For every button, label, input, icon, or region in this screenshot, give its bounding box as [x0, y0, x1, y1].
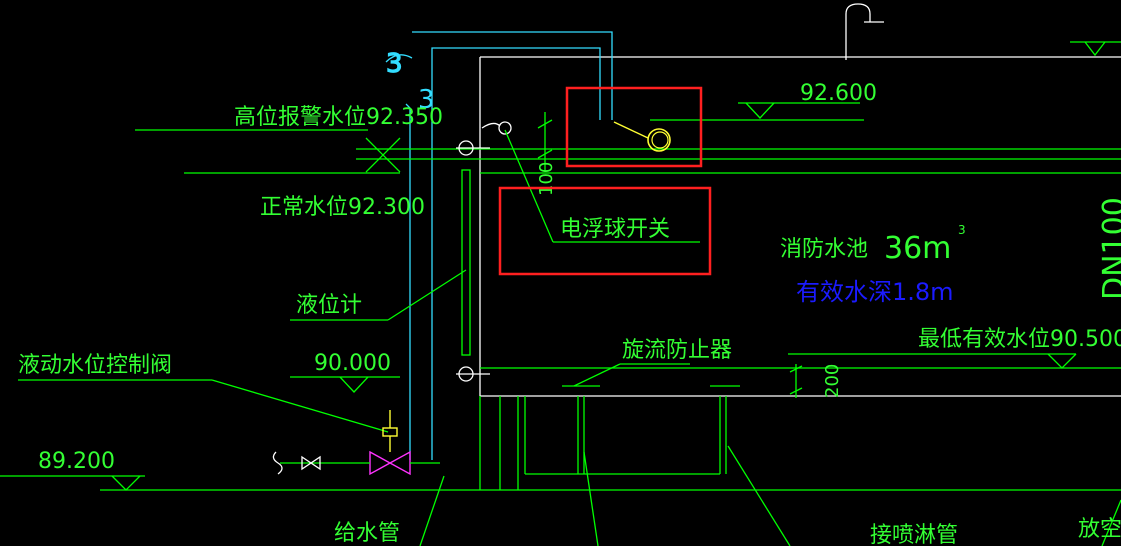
- highlight-box-float-ball: [565, 86, 703, 168]
- supply-pipe-label: 给水管: [334, 521, 400, 546]
- vent-cap-symbol-2: 3: [418, 85, 435, 115]
- vent-cap-symbol: 3: [386, 49, 403, 79]
- tank-info: 消防水池 36m 3 有效水深1.8m DN100: [780, 197, 1121, 306]
- elevation-bottom-marker: 90.000: [290, 351, 400, 393]
- float-ball-switch: [613, 121, 671, 152]
- float-ball-icon: [647, 128, 671, 152]
- tank-name-label: 消防水池: [780, 237, 868, 262]
- bottom-pipe-labels: 给水管 接喷淋管 放空管: [334, 445, 1121, 546]
- valve-actuator-icon: [382, 427, 398, 437]
- elevation-ground-marker: 89.200: [0, 449, 145, 491]
- level-gauge: 液位计: [290, 140, 490, 382]
- elevation-top-label: 92.600: [800, 81, 877, 106]
- level-gauge-label: 液位计: [296, 293, 362, 318]
- fire-water-tank: [479, 56, 1121, 397]
- float-dimension: 100: [536, 112, 557, 196]
- normal-level-marker: 正常水位92.300: [184, 172, 425, 220]
- float-control-valve-assembly: 液动水位控制阀: [18, 353, 440, 476]
- spray-pipe-label: 接喷淋管: [870, 523, 958, 546]
- drain-pipe-label: 放空管: [1078, 517, 1121, 542]
- float-dimension-label: 100: [536, 162, 557, 196]
- electric-float-switch: 电浮球开关: [481, 121, 700, 243]
- elevation-bottom-label: 90.000: [314, 351, 391, 376]
- elevation-top-marker: 92.600: [650, 81, 877, 121]
- highlight-box-float-switch: [498, 186, 712, 276]
- vent-pipe: [845, 3, 1121, 60]
- min-level-marker: 最低有效水位90.500: [788, 327, 1121, 369]
- normal-level-label: 正常水位92.300: [260, 195, 425, 220]
- highlight-annotations: [498, 86, 712, 276]
- pipe-dn-label: DN100: [1097, 197, 1121, 300]
- high-alarm-level-label: 高位报警水位92.350: [234, 105, 443, 130]
- vortex-preventer-label: 旋流防止器: [622, 338, 732, 363]
- overflow-pipes: 3 3: [385, 31, 613, 460]
- float-valve-label: 液动水位控制阀: [18, 353, 172, 378]
- vortex-preventer: 旋流防止器: [562, 338, 740, 387]
- tank-volume-label: 36m: [884, 231, 951, 266]
- gate-valve-icon: [369, 450, 411, 476]
- float-switch-label: 电浮球开关: [560, 217, 670, 242]
- min-level-label: 最低有效水位90.500: [918, 327, 1121, 352]
- check-valve-icon: [301, 455, 321, 471]
- high-alarm-level-marker: 高位报警水位92.350: [135, 105, 480, 173]
- effective-depth-label: 有效水深1.8m: [796, 278, 954, 306]
- elevation-ground-label: 89.200: [38, 449, 115, 474]
- bottom-dimension-label: 200: [822, 364, 843, 398]
- tank-volume-superscript: 3: [958, 223, 966, 237]
- bottom-dimension: 200: [789, 364, 843, 398]
- under-tank-structure: [100, 396, 1121, 491]
